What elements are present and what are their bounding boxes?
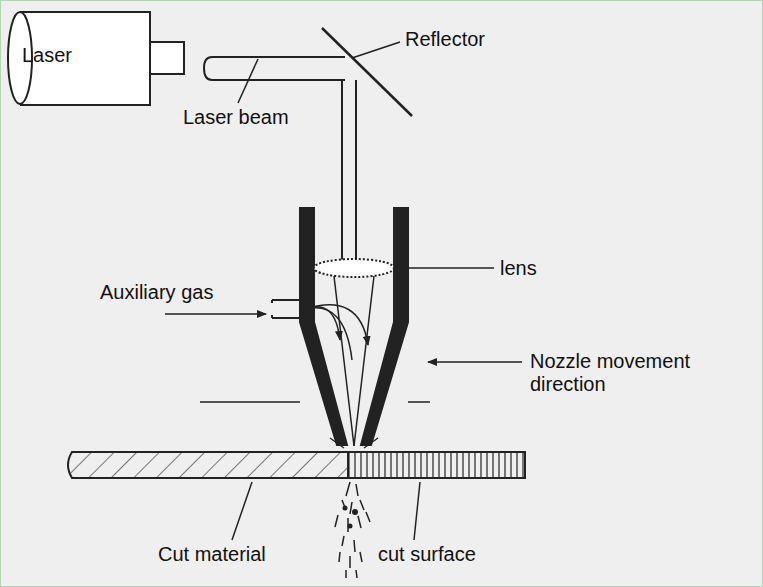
part-label: Cut material: [158, 543, 266, 566]
part-label: Nozzle movement direction: [530, 350, 755, 396]
part-label: Reflector: [405, 28, 485, 51]
part-label: Laser beam: [183, 106, 289, 129]
node-label: Laser: [22, 44, 72, 67]
part-label: cut surface: [378, 543, 476, 566]
laser-unit: Laser: [22, 44, 72, 67]
part-label: lens: [500, 257, 537, 280]
part-label: Auxiliary gas: [100, 281, 213, 304]
